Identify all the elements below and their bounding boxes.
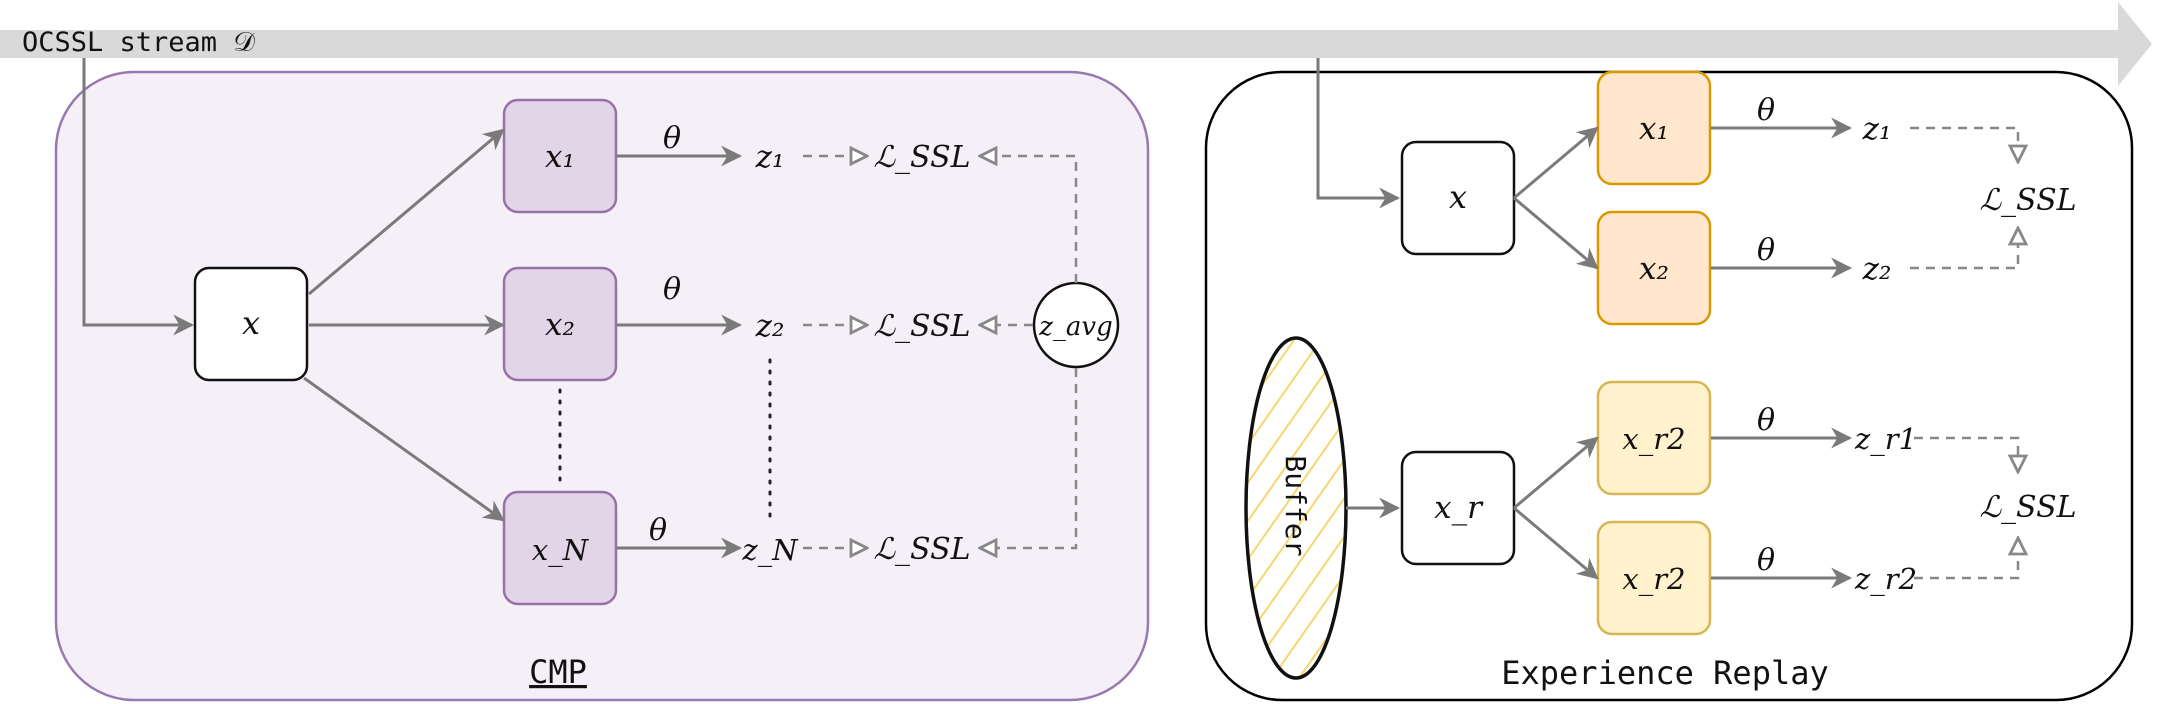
stream-to-er-edge [1316, 58, 1401, 209]
er-stream-view-2-label: x₂ [1639, 251, 1669, 287]
er-replay-output-z2: z_r2 [1854, 562, 1917, 597]
er-title: Experience Replay [1501, 654, 1829, 692]
er-zr1-to-loss-edge [1914, 436, 2018, 472]
er-replay-output-z1: z_r1 [1854, 422, 1917, 457]
cmp-output-z2: z₂ [755, 308, 785, 344]
er-theta-2: θ [1757, 233, 1775, 268]
er-output-z1: z₁ [1862, 111, 1892, 147]
cmp-theta-n: θ [649, 513, 667, 548]
cmp-panel: CMP [54, 70, 1150, 702]
cmp-view-2-label: x₂ [545, 307, 575, 343]
er-replay-input-label: x_r [1434, 490, 1484, 526]
cmp-panel-frame [54, 70, 1150, 702]
er-buffer-label: Buffer [1279, 455, 1312, 556]
cmp-output-z1: z₁ [755, 139, 785, 175]
cmp-view-n [502, 490, 618, 606]
cmp-loss-2: ℒ_SSL [873, 309, 970, 344]
er-replay-loss: ℒ_SSL [1979, 490, 2076, 525]
cmp-view-1-label: x₁ [545, 139, 575, 175]
cmp-view-n-label: x_N [532, 533, 590, 568]
er-stream-view-1-label: x₁ [1639, 111, 1669, 147]
cmp-theta-1: θ [663, 121, 681, 156]
er-zr2-to-loss-edge [1914, 538, 2018, 580]
cmp-edge-x-to-v1 [308, 128, 505, 296]
er-input-label: x [1449, 178, 1467, 216]
er-replay-view-2-label: x_r2 [1622, 562, 1685, 597]
cmp-input-label: x [242, 304, 260, 342]
cmp-input-node [193, 266, 309, 382]
cmp-avg-label: z_avg [1038, 312, 1113, 342]
stream-arrow: OCSSL stream 𝒟 [0, 2, 2152, 86]
er-edge-xr-to-v2 [1513, 506, 1599, 580]
cmp-loss-1: ℒ_SSL [873, 140, 970, 175]
cmp-loss-n: ℒ_SSL [873, 532, 970, 567]
cmp-theta-2: θ [663, 272, 681, 307]
stream-label: OCSSL stream 𝒟 [22, 27, 255, 58]
er-z2-to-loss-edge [1910, 228, 2018, 270]
cmp-view-1 [502, 98, 618, 214]
stream-to-cmp-edge [82, 58, 195, 336]
er-replay-view-1-label: x_r2 [1622, 422, 1685, 457]
er-replay-theta-1: θ [1757, 403, 1775, 438]
stream-arrow-shape [0, 2, 2152, 86]
er-edge-x-to-v2 [1513, 196, 1599, 270]
er-replay-theta-2: θ [1757, 543, 1775, 578]
er-output-z2: z₂ [1862, 251, 1892, 287]
cmp-avg-to-loss-n-edge [980, 368, 1078, 548]
cmp-output-zn: z_N [741, 533, 799, 568]
er-stream-loss: ℒ_SSL [1979, 183, 2076, 218]
er-z1-to-loss-edge [1910, 126, 2018, 162]
er-theta-1: θ [1757, 93, 1775, 128]
cmp-title: CMP [529, 653, 587, 691]
cmp-edge-x-to-vn [303, 376, 505, 522]
er-edge-xr-to-v1 [1513, 436, 1599, 510]
er-edge-x-to-v1 [1513, 126, 1599, 200]
